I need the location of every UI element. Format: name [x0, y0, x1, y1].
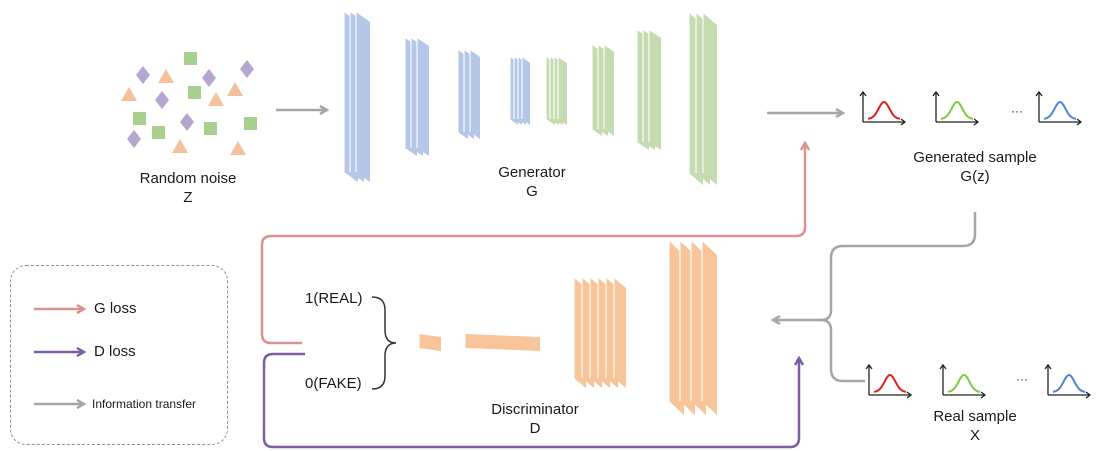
- d-loss-path: [262, 352, 799, 449]
- real-plot-green: [939, 363, 987, 399]
- generated-sample-plots: [859, 90, 1083, 126]
- generator-network: [343, 12, 717, 185]
- output-brace: [371, 296, 397, 390]
- real-sample-plots: [865, 363, 1092, 399]
- gen-decoder-block-3-layer-3: [648, 30, 661, 150]
- generated-plot-red: [859, 90, 907, 126]
- gen-decoder-block-1: [545, 57, 567, 125]
- gen-encoder-block-3-layer-3: [469, 50, 480, 139]
- generated-sample-symbol: G(z): [960, 168, 990, 185]
- generator-symbol: G: [526, 183, 538, 200]
- disc-unit-wide: [464, 334, 540, 351]
- gen-encoder-block-4: [509, 57, 530, 125]
- gen-encoder-block-2-layer-3: [416, 38, 429, 156]
- gen-decoder-block-2-layer-3: [603, 45, 614, 136]
- gen-encoder-block-4-layer-4: [521, 57, 530, 125]
- generated-sample-label-text: Generated sample: [913, 149, 1037, 166]
- legend-g-loss-label: G loss: [94, 300, 137, 317]
- random-noise-shapes: [121, 52, 257, 155]
- discriminator-label-text: Discriminator: [491, 401, 579, 418]
- real-to-discriminator-path: [820, 318, 865, 383]
- generated-plot-green: [932, 90, 980, 126]
- real-plot-blue: [1044, 363, 1092, 399]
- discriminator-symbol: D: [529, 420, 541, 437]
- generator-label-text: Generator: [498, 164, 566, 181]
- legend-d-loss-label: D loss: [94, 343, 136, 360]
- generator-label: Generator G: [472, 164, 592, 200]
- disc-block-2: [668, 241, 717, 415]
- output-real-label: 1(REAL): [305, 290, 363, 307]
- real-plot-red: [865, 363, 913, 399]
- noise-label: Random noise Z: [128, 170, 248, 206]
- gen-encoder-block-2: [404, 38, 429, 156]
- g-loss-path: [260, 143, 805, 345]
- gen-decoder-block-3: [636, 30, 661, 150]
- gen-encoder-block-1: [343, 12, 370, 182]
- generated-plot-blue: [1035, 90, 1083, 126]
- real-ellipsis: ···: [1016, 372, 1028, 386]
- real-sample-label: Real sample X: [915, 408, 1035, 444]
- gen-decoder-block-2: [591, 45, 614, 136]
- noise-symbol: Z: [183, 189, 193, 206]
- real-sample-label-text: Real sample: [933, 408, 1017, 425]
- noise-label-text: Random noise: [139, 170, 237, 187]
- generated-ellipsis: ···: [1011, 104, 1023, 118]
- legend-box: [10, 265, 228, 445]
- disc-block-1-layer-6: [613, 278, 626, 388]
- discriminator-label: Discriminator D: [470, 401, 600, 437]
- generated-to-discriminator-path: [773, 212, 977, 320]
- disc-block-1: [573, 278, 626, 388]
- gen-decoder-block-1-layer-4: [557, 57, 567, 125]
- output-fake-label: 0(FAKE): [305, 375, 362, 392]
- disc-unit-small: [418, 334, 441, 351]
- disc-block-2-layer-4: [701, 241, 717, 415]
- generated-sample-label: Generated sample G(z): [895, 149, 1055, 185]
- gen-encoder-block-3: [457, 50, 480, 139]
- gen-encoder-block-1-layer-3: [355, 12, 370, 182]
- discriminator-network: [418, 241, 717, 415]
- gen-decoder-block-4: [688, 13, 717, 185]
- real-sample-symbol: X: [969, 427, 980, 444]
- gen-decoder-block-4-layer-3: [702, 13, 717, 185]
- legend-info-label: Information transfer: [92, 397, 197, 411]
